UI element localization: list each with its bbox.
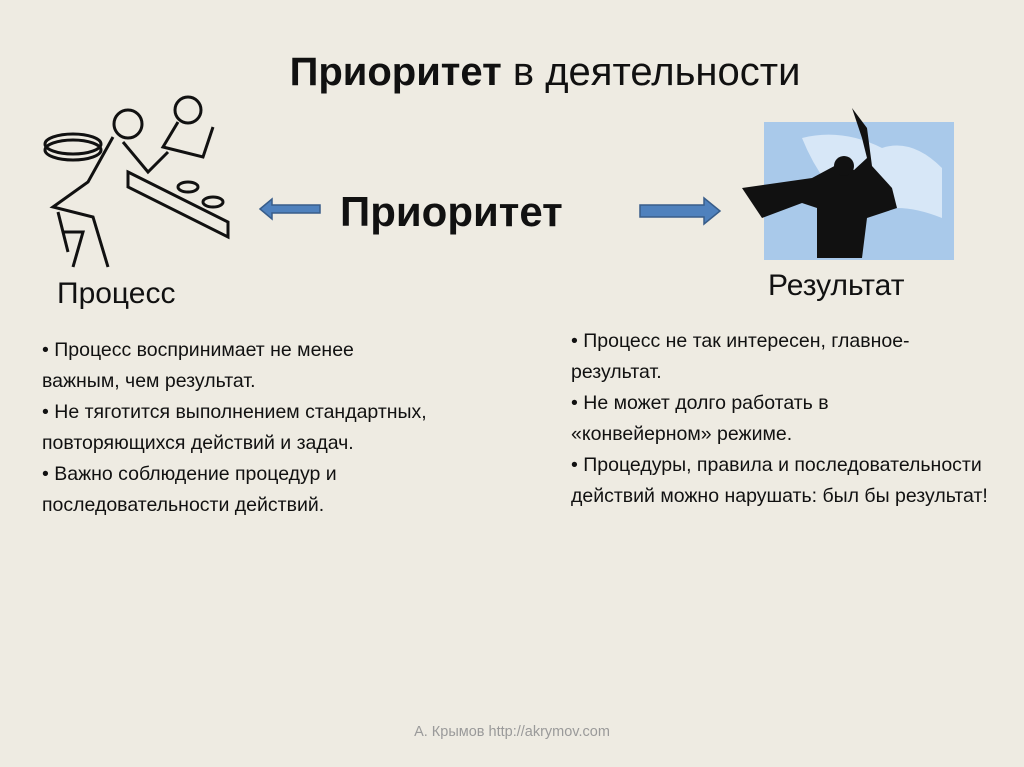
footer-credit: А. Крымов http://akrymov.com [414,724,610,740]
workers-assembly-icon [43,95,230,268]
title-bold: Приоритет [289,50,502,94]
arrow-right-icon [639,196,722,226]
bullet-item: • Не тяготится выполнением стандартных, … [42,401,427,454]
result-bullets: • Процесс не так интересен, главное-резу… [571,326,991,512]
arrow-left-icon [258,197,321,221]
center-priority-label: Приоритет [340,188,563,235]
slide-title: Приоритет в деятельности [0,50,1024,95]
bullet-item: • Процесс воспринимает не менее важным, … [42,339,354,392]
process-bullets: • Процесс воспринимает не менее важным, … [42,335,432,521]
businessman-success-icon [742,108,954,260]
result-label: Результат [768,269,905,302]
bullet-item: • Важно соблюдение процедур и последоват… [42,463,337,516]
bullet-item: • Процедуры, правила и последовательност… [571,454,988,507]
process-label: Процесс [57,277,176,310]
bullet-item: • Процесс не так интересен, главное-резу… [571,330,910,383]
title-rest: в деятельности [501,50,801,94]
bullet-item: • Не может долго работать в «конвейерном… [571,392,829,445]
